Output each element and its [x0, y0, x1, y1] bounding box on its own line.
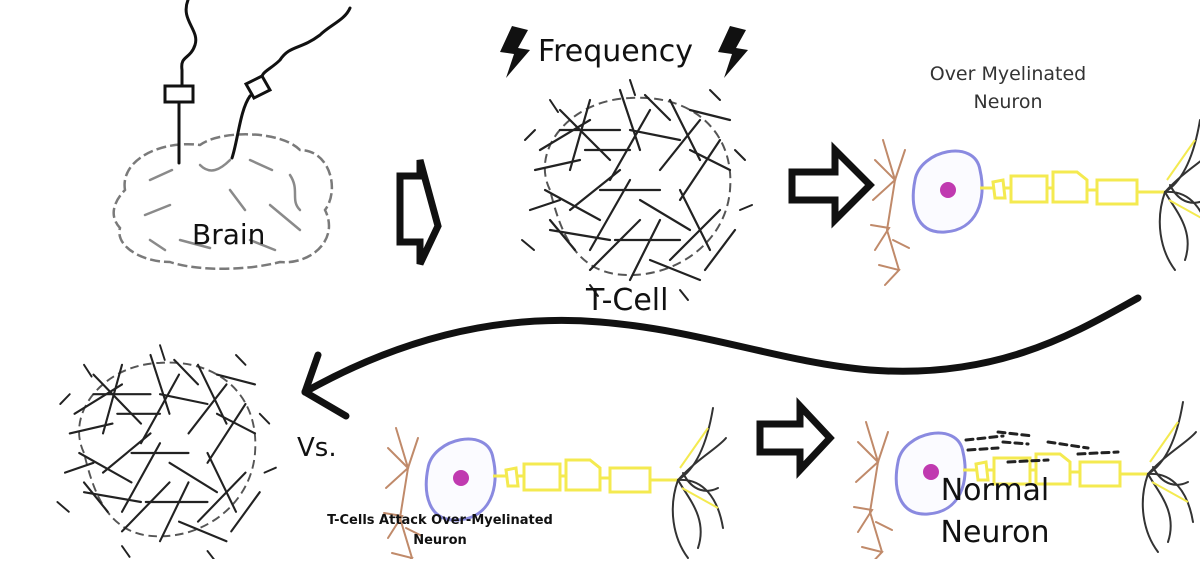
arrow-right-icon — [396, 159, 442, 266]
t-cells-attack-label: T-Cells Attack Over-Myelinated Neuron — [327, 513, 553, 548]
brain-label: Brain — [192, 218, 266, 251]
lightning-bolt-icon — [500, 26, 748, 78]
electrode-icon — [163, 0, 352, 165]
vs-label: Vs. — [297, 433, 337, 463]
normal-neuron-label: Normal Neuron — [940, 473, 1050, 550]
brain-illustration — [112, 133, 334, 271]
t-cell-illustration — [56, 344, 277, 562]
arrow-right-icon — [788, 141, 875, 229]
frequency-label: Frequency — [538, 34, 693, 69]
normal-neuron — [852, 400, 1198, 563]
curved-arrow-left-icon — [301, 294, 1142, 420]
t-cell-illustration — [520, 78, 754, 302]
arrow-right-icon — [756, 397, 835, 479]
over-myelinated-neuron-label: Over Myelinated Neuron — [929, 63, 1087, 113]
t-cell-label: T-Cell — [586, 283, 669, 318]
over-myelinated-neuron — [869, 118, 1200, 287]
